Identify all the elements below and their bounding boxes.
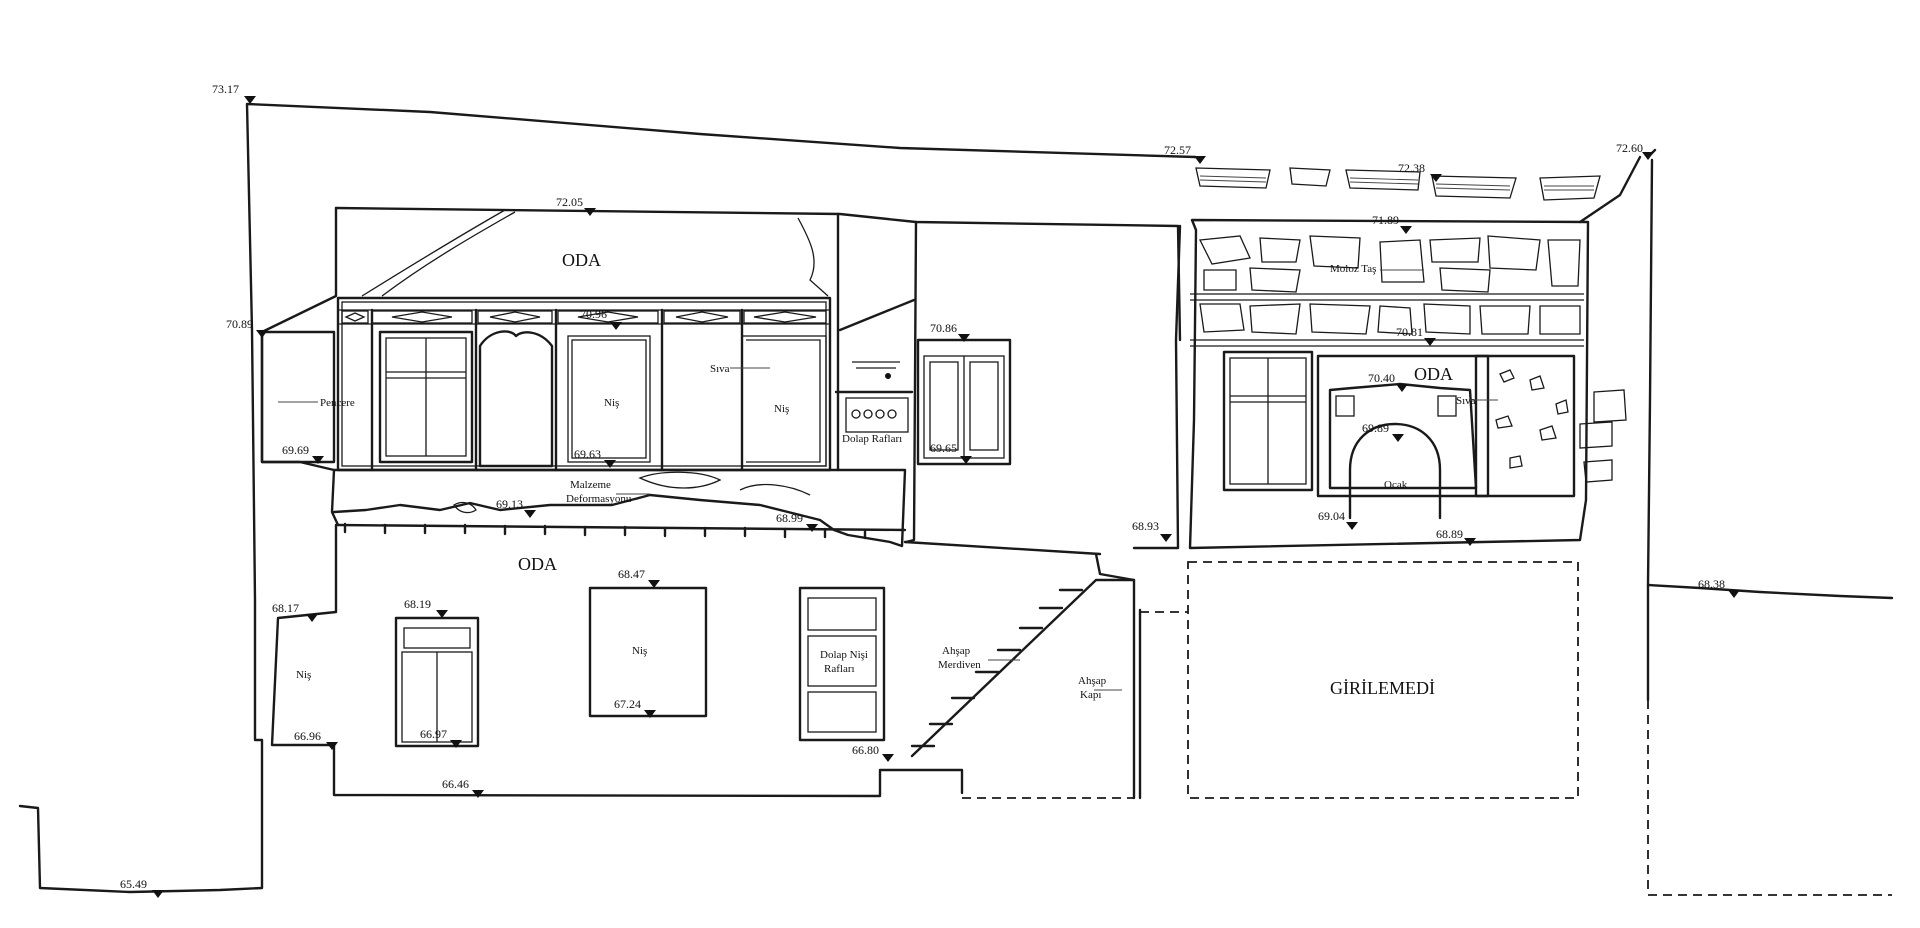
svg-text:69.63: 69.63 [574, 447, 601, 461]
elevation-marker-6893: 68.93 [1132, 519, 1172, 542]
shelf-decoration [851, 361, 900, 419]
label-pencere: Pencere [320, 397, 355, 409]
svg-text:70.89: 70.89 [226, 317, 253, 331]
svg-text:70.96: 70.96 [580, 307, 607, 321]
elevation-marker-6697: 66.97 [420, 727, 462, 748]
elevation-marker-7260: 72.60 [1616, 141, 1654, 160]
svg-text:70.81: 70.81 [1396, 325, 1423, 339]
svg-text:69.04: 69.04 [1318, 509, 1345, 523]
elevation-marker-6899: 68.99 [776, 511, 818, 532]
window-upper-1 [378, 330, 474, 464]
elevation-marker-6889: 68.89 [1436, 527, 1476, 546]
label-ahsap-merdiven-1: Ahşap [942, 645, 971, 657]
upper-left-block [260, 206, 1182, 550]
upper-right-block [1188, 167, 1627, 550]
elevation-marker-6904: 69.04 [1318, 509, 1358, 530]
elevation-marker-7238: 72.38 [1398, 161, 1442, 182]
elevation-marker-6817: 68.17 [272, 601, 318, 622]
svg-text:68.93: 68.93 [1132, 519, 1159, 533]
leader-lines [278, 269, 1498, 691]
svg-text:68.17: 68.17 [272, 601, 299, 615]
room-label-lower-left: ODA [518, 554, 557, 574]
elevation-marker-6680: 66.80 [852, 743, 894, 762]
label-siva-right: Sıva [1456, 395, 1476, 407]
label-siva-left: Sıva [710, 363, 730, 375]
svg-text:69.65: 69.65 [930, 441, 957, 455]
svg-text:69.89: 69.89 [1362, 421, 1389, 435]
elevation-marker-7205: 72.05 [556, 195, 596, 216]
elevation-marker-6724: 67.24 [614, 697, 656, 718]
label-nis-upper-2: Niş [774, 403, 789, 415]
elevation-marker-7096: 70.96 [580, 307, 622, 330]
room-label-upper-left: ODA [562, 250, 601, 270]
stone-pattern [1198, 235, 1581, 335]
label-ahsap-merdiven-2: Merdiven [938, 659, 981, 671]
svg-text:69.69: 69.69 [282, 443, 309, 457]
svg-text:70.86: 70.86 [930, 321, 957, 335]
siva-patches [1495, 369, 1569, 469]
elevation-marker-6965: 69.65 [930, 441, 972, 464]
label-dolap-raflari: Dolap Rafları [842, 433, 902, 445]
label-nis-lower-mid: Niş [632, 645, 647, 657]
elevation-marker-6989: 69.89 [1362, 421, 1404, 442]
label-dolap-nisi-1: Dolap Nişi [820, 649, 868, 661]
elevation-marker-6696: 66.96 [294, 729, 338, 750]
elevation-marker-6646: 66.46 [442, 777, 484, 798]
elevation-marker-7040: 70.40 [1368, 371, 1408, 392]
elevation-marker-6963: 69.63 [574, 447, 616, 468]
svg-text:66.96: 66.96 [294, 729, 321, 743]
elevation-marker-7189: 71.89 [1372, 213, 1412, 234]
elevation-marker-6969: 69.69 [282, 443, 324, 464]
elevation-marker-6847: 68.47 [618, 567, 660, 588]
svg-text:65.49: 65.49 [120, 877, 147, 891]
elevation-marker-7317: 73.17 [212, 82, 256, 104]
svg-text:69.13: 69.13 [496, 497, 523, 511]
svg-text:68.89: 68.89 [1436, 527, 1463, 541]
label-nis-lower-left: Niş [296, 669, 311, 681]
not-entered-label: GİRİLEMEDİ [1330, 678, 1435, 698]
svg-text:73.17: 73.17 [212, 82, 239, 96]
svg-text:72.60: 72.60 [1616, 141, 1643, 155]
elevation-marker-6819: 68.19 [404, 597, 448, 618]
svg-text:72.57: 72.57 [1164, 143, 1191, 157]
room-label-upper-right: ODA [1414, 364, 1453, 384]
svg-text:70.40: 70.40 [1368, 371, 1395, 385]
svg-text:66.80: 66.80 [852, 743, 879, 757]
label-malzeme-2: Deformasyonu [566, 493, 632, 505]
outer-outline [18, 102, 1894, 896]
parapet-stones [1195, 167, 1601, 201]
svg-text:68.19: 68.19 [404, 597, 431, 611]
svg-text:71.89: 71.89 [1372, 213, 1399, 227]
svg-text:68.99: 68.99 [776, 511, 803, 525]
elevation-marker-7086: 70.86 [930, 321, 970, 342]
label-dolap-nisi-2: Rafları [824, 663, 855, 675]
svg-text:66.46: 66.46 [442, 777, 469, 791]
eave-teeth [343, 522, 867, 540]
svg-text:68.38: 68.38 [1698, 577, 1725, 591]
label-ahsap-kapi-1: Ahşap [1078, 675, 1107, 687]
elevation-marker-6549: 65.49 [120, 877, 164, 898]
elevation-marker-7081: 70.81 [1396, 325, 1436, 346]
elevation-marker-6913: 69.13 [496, 497, 536, 518]
not-entered-area [1187, 561, 1579, 799]
elevation-marker-7257: 72.57 [1164, 143, 1206, 164]
label-ocak: Ocak [1384, 479, 1408, 491]
svg-text:67.24: 67.24 [614, 697, 641, 711]
label-malzeme-1: Malzeme [570, 479, 611, 491]
svg-text:72.05: 72.05 [556, 195, 583, 209]
svg-text:72.38: 72.38 [1398, 161, 1425, 175]
label-moloz-tas: Moloz Taş [1330, 263, 1376, 275]
label-nis-upper-1: Niş [604, 397, 619, 409]
label-ahsap-kapi-2: Kapı [1080, 689, 1101, 701]
stairs-and-door [903, 540, 1188, 800]
elevation-marker-6838: 68.38 [1698, 577, 1740, 598]
svg-text:68.47: 68.47 [618, 567, 645, 581]
stair-treads [910, 588, 1084, 748]
elevation-marker-7089: 70.89 [226, 317, 268, 338]
svg-text:66.97: 66.97 [420, 727, 447, 741]
